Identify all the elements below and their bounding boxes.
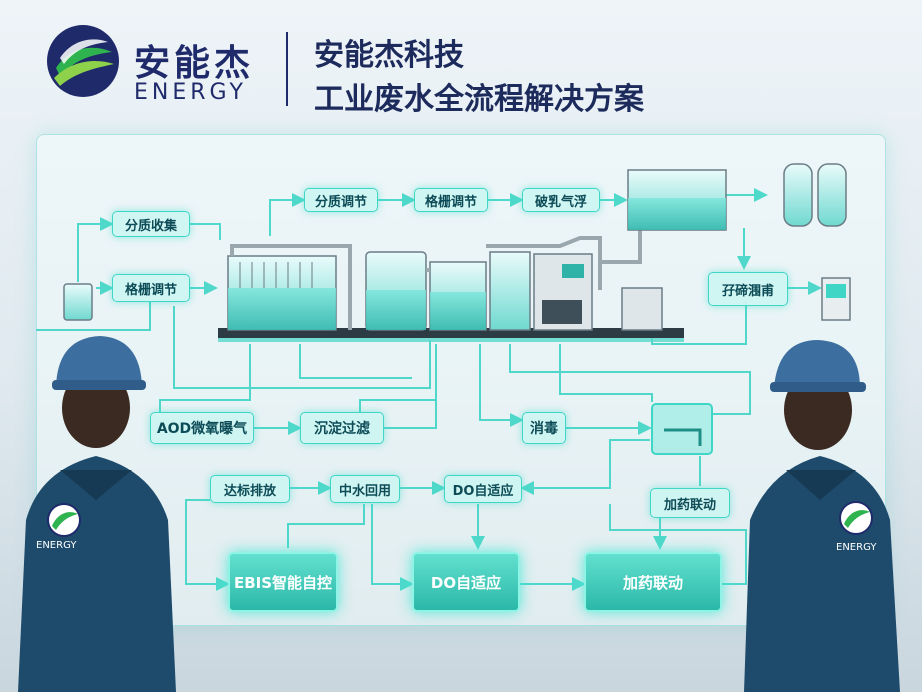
node-jia-yao-lian-dong-small[interactable]: 加药联动 [650, 488, 730, 518]
energy-logo-icon [47, 25, 119, 97]
page-title: 安能杰科技 [314, 38, 464, 73]
brand-name-en: ENERGY [134, 80, 247, 105]
node-ebis-control[interactable]: EBIS智能自控 [228, 552, 338, 612]
node-chen-dian-guo-lv[interactable]: 沉淀过滤 [300, 412, 384, 444]
node-fen-zhi-shou-ji[interactable]: 分质收集 [112, 211, 190, 237]
node-fen-zhi-tiao-jie[interactable]: 分质调节 [304, 188, 378, 212]
node-aod-aeration[interactable]: AOD微氧曝气 [150, 412, 254, 444]
equipment-illustration [63, 163, 851, 455]
worker-right-badge-text: ENERGY [836, 542, 877, 553]
header: 安能杰 ENERGY 安能杰科技 工业废水全流程解决方案 [0, 0, 922, 125]
header-divider [286, 32, 288, 106]
node-do-adaptive-big[interactable]: DO自适应 [412, 552, 520, 612]
node-xiao-du[interactable]: 消毒 [522, 412, 566, 444]
flow-lines [36, 188, 822, 591]
brand-name-cn: 安能杰 [134, 43, 255, 84]
node-do-adaptive-small[interactable]: DO自适应 [444, 475, 522, 503]
node-ge-shan-tiao-jie-top[interactable]: 格栅调节 [414, 188, 488, 212]
node-ge-shan-tiao-jie-left[interactable]: 格栅调节 [112, 274, 190, 302]
page-subtitle: 工业废水全流程解决方案 [314, 82, 644, 117]
node-right-process[interactable]: 孖碲涠甫 [708, 272, 788, 306]
worker-right-illustration: ENERGY [744, 340, 900, 692]
node-jia-yao-lian-dong-big[interactable]: 加药联动 [584, 552, 722, 612]
worker-left-badge-text: ENERGY [36, 540, 77, 551]
node-da-biao-pai-fang[interactable]: 达标排放 [210, 475, 290, 503]
node-zhong-shui-hui-yong[interactable]: 中水回用 [330, 475, 400, 503]
node-po-ru-qi-fu[interactable]: 破乳气浮 [522, 188, 600, 212]
worker-left-illustration: ENERGY [18, 336, 176, 692]
